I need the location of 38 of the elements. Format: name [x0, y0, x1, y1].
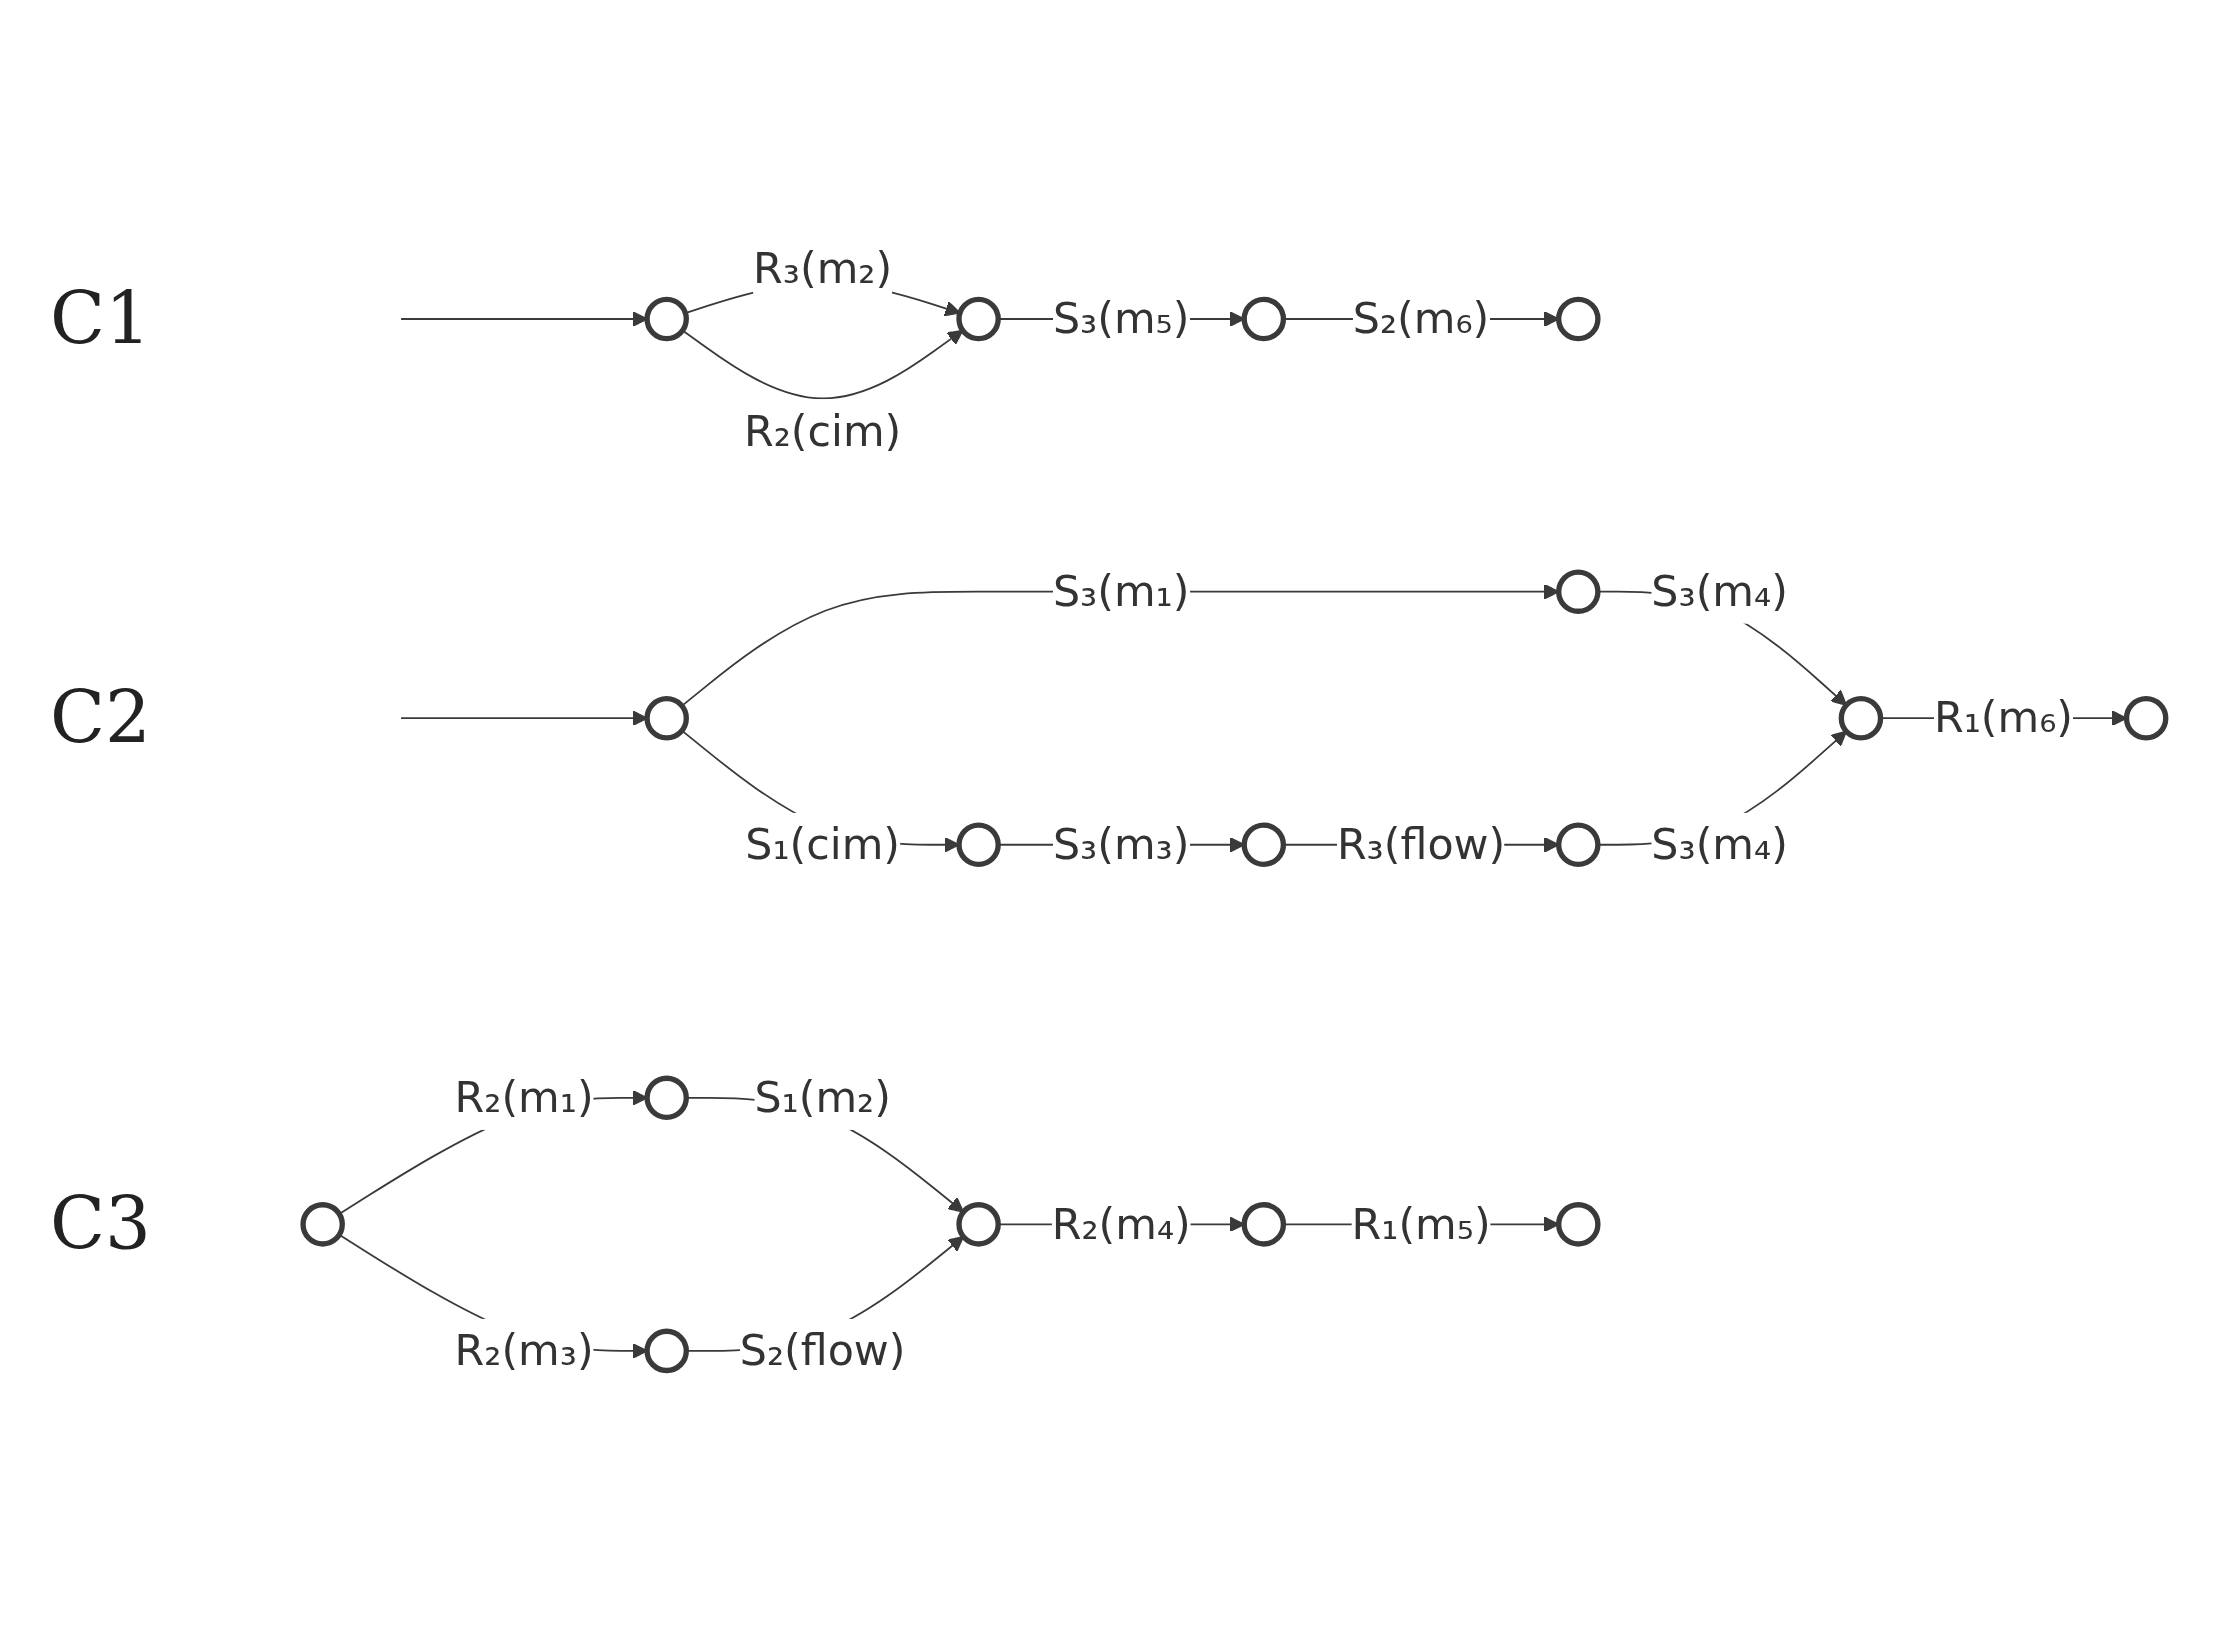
- edge-label: R₂(cim): [744, 406, 902, 457]
- edge-label: R₁(m₅): [1351, 1199, 1491, 1250]
- node-circle: [1556, 569, 1601, 614]
- node-circle: [644, 1328, 689, 1374]
- node-circle: [1241, 296, 1287, 342]
- edge-label: S₃(m₃): [1052, 819, 1190, 870]
- node-circle: [1838, 695, 1884, 741]
- edge-label: R₂(m₁): [454, 1072, 594, 1123]
- row-label: C1: [50, 277, 151, 361]
- node-circle: [644, 296, 689, 342]
- node-circle: [644, 1075, 689, 1121]
- edge-label: S₁(m₂): [754, 1072, 891, 1123]
- edge-label: R₃(m₂): [753, 244, 893, 295]
- edge-label: S₂(m₆): [1352, 294, 1490, 344]
- node-circle: [956, 822, 1001, 868]
- edge-label: R₃(flow): [1336, 819, 1506, 870]
- node-circle: [2123, 695, 2169, 741]
- node-circle: [1241, 1202, 1287, 1247]
- edge-label: R₂(m₄): [1051, 1199, 1191, 1250]
- node-circle: [1556, 296, 1601, 342]
- node-circle: [956, 296, 1001, 342]
- edge-label: R₂(m₃): [454, 1325, 594, 1376]
- row-label: C2: [50, 676, 151, 761]
- node-circle: [1556, 1202, 1601, 1247]
- row-label: C3: [50, 1182, 151, 1267]
- edge-label: R₁(m₆): [1934, 693, 2074, 744]
- edge-label: S₁(cim): [745, 819, 901, 870]
- node-circle: [644, 695, 689, 741]
- edge-label: S₂(flow): [739, 1325, 906, 1376]
- node-circle: [300, 1202, 345, 1247]
- edge-label: S₃(m₁): [1052, 566, 1190, 617]
- node-circle: [1556, 822, 1601, 868]
- edge-label: S₃(m₄): [1651, 566, 1788, 617]
- arrow: [681, 329, 964, 400]
- node-circle: [1241, 822, 1287, 868]
- node-circle: [956, 1202, 1001, 1247]
- edge-label: S₃(m₄): [1651, 819, 1788, 870]
- edge-label: S₃(m₅): [1052, 294, 1190, 344]
